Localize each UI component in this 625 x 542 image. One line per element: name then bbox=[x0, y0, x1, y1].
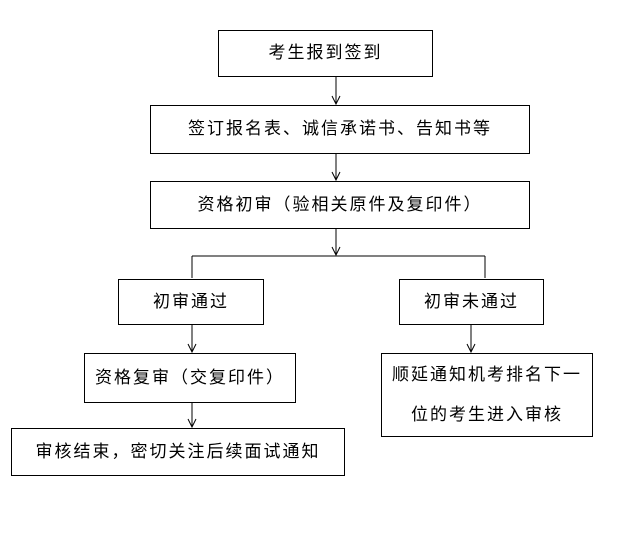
branch-pass-box: 初审通过 bbox=[118, 279, 264, 325]
step-sign-forms-box: 签订报名表、诚信承诺书、告知书等 bbox=[150, 105, 530, 154]
step-fail-action-box: 顺延通知机考排名下一位的考生进入审核 bbox=[381, 353, 593, 437]
step-initial-review-label: 资格初审（验相关原件及复印件） bbox=[197, 194, 483, 215]
step-sign-forms-label: 签订报名表、诚信承诺书、告知书等 bbox=[188, 119, 492, 139]
step-end-label: 审核结束，密切关注后续面试通知 bbox=[35, 441, 321, 462]
step-fail-action-label: 顺延通知机考排名下一位的考生进入审核 bbox=[392, 365, 582, 425]
step-recheck-label: 资格复审（交复印件） bbox=[95, 367, 285, 388]
branch-fail-label: 初审未通过 bbox=[424, 291, 519, 312]
step-recheck-box: 资格复审（交复印件） bbox=[84, 353, 296, 403]
step-initial-review-box: 资格初审（验相关原件及复印件） bbox=[150, 181, 530, 229]
branch-pass-label: 初审通过 bbox=[153, 291, 229, 312]
step-check-in-label: 考生报到签到 bbox=[268, 43, 383, 63]
branch-fail-box: 初审未通过 bbox=[399, 279, 544, 325]
step-check-in-box: 考生报到签到 bbox=[218, 30, 433, 77]
step-end-box: 审核结束，密切关注后续面试通知 bbox=[11, 428, 345, 476]
